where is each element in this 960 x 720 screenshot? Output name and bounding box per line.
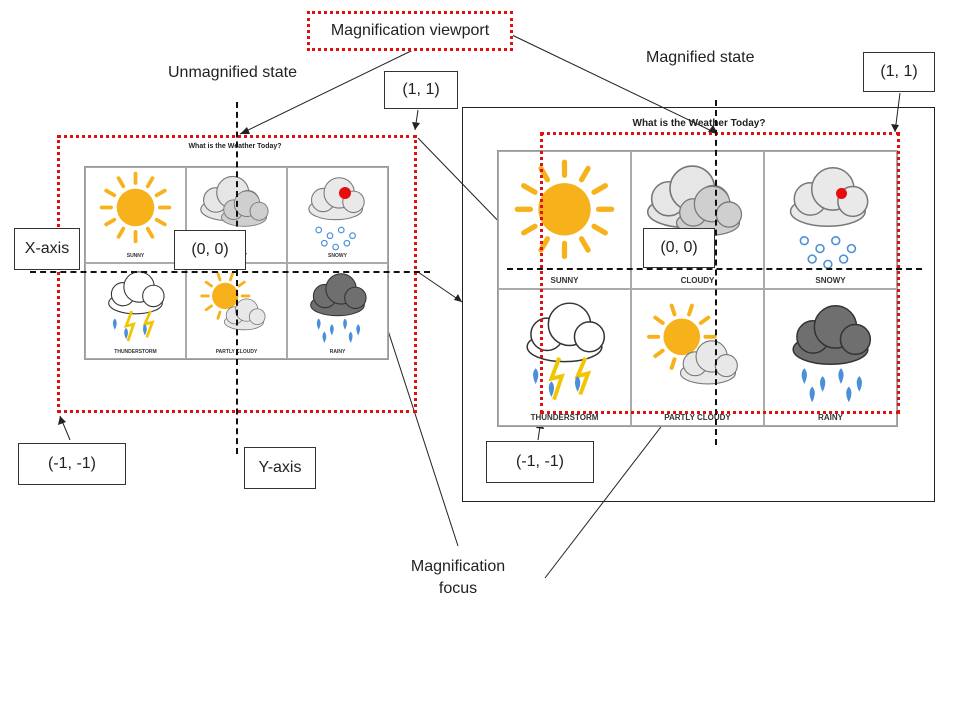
weather-caption: RAINY [818, 413, 843, 422]
weather-cell-thunderstorm-large: THUNDERSTORM [498, 288, 631, 426]
rain-icon [792, 304, 872, 402]
connector-viewport-to-right [511, 34, 719, 135]
weather-caption: RAINY [329, 349, 346, 355]
cloud-icon [200, 175, 269, 227]
partly-cloudy-icon [647, 303, 738, 385]
arrow-zoom-bottom [454, 294, 462, 302]
weather-chart-large: SUNNY CLOUDY SNOWY THUNDERSTORM PARTLY C… [497, 150, 898, 427]
snow-icon [789, 167, 869, 270]
weather-cell-sunny-small: SUNNY [85, 167, 186, 263]
weather-cell-rainy-large: RAINY [764, 288, 897, 426]
arrow-left-tr [412, 122, 420, 130]
coord-label-origin-left: (0, 0) [174, 230, 246, 270]
thunderstorm-icon [108, 271, 165, 342]
coord-label-bottom-left-left: (-1, -1) [18, 443, 126, 485]
thunderstorm-icon [526, 301, 606, 400]
viewport-rect-magnified [540, 132, 900, 414]
y-axis-line-left [236, 102, 238, 454]
coord-label-origin-right: (0, 0) [643, 228, 715, 268]
rain-icon [310, 273, 367, 343]
weather-cell-snowy-large: SNOWY [764, 151, 897, 289]
weather-caption: SNOWY [815, 275, 846, 285]
coord-label-top-right-left: (1, 1) [384, 71, 458, 109]
magnified-frame [462, 107, 935, 502]
arrow-left-bl [58, 416, 66, 425]
weather-caption: PARTLY CLOUDY [664, 413, 731, 422]
x-axis-line-right [507, 268, 922, 270]
x-axis-label: X-axis [14, 228, 80, 270]
weather-caption: SUNNY [126, 253, 145, 259]
weather-caption: CLOUDY [680, 275, 715, 285]
magnification-focus-dot-large [836, 188, 847, 199]
magnification-viewport-label: Magnification viewport [307, 11, 513, 51]
weather-cell-partly-cloudy-large: PARTLY CLOUDY [631, 288, 764, 426]
chart-title-small: What is the Weather Today? [188, 143, 282, 150]
coord-label-bottom-left-right: (-1, -1) [486, 441, 594, 483]
weather-caption: THUNDERSTORM [530, 413, 599, 422]
y-axis-label: Y-axis [244, 447, 316, 489]
sun-icon [99, 171, 172, 244]
connector-viewport-to-left [239, 49, 414, 135]
partly-cloudy-icon [200, 272, 266, 331]
weather-caption: SNOWY [328, 253, 347, 259]
coord-label-top-right-right: (1, 1) [863, 52, 935, 92]
weather-cell-rainy-small: RAINY [287, 263, 388, 359]
weather-caption: THUNDERSTORM [114, 349, 157, 355]
arrow-viewport-left [240, 127, 250, 134]
x-axis-line-left [30, 271, 430, 273]
magnified-state-label: Magnified state [646, 49, 755, 66]
zoom-line-bottom [417, 271, 463, 303]
arrow-right-tr [891, 124, 899, 132]
chart-title-large: What is the Weather Today? [632, 118, 766, 129]
weather-caption: SUNNY [550, 275, 579, 285]
unmagnified-state-label: Unmagnified state [168, 64, 297, 81]
magnification-focus-dot-small [339, 187, 351, 199]
y-axis-line-right [715, 100, 717, 445]
magnification-focus-label: Magnification focus [410, 558, 506, 597]
weather-cell-thunderstorm-small: THUNDERSTORM [85, 263, 186, 359]
